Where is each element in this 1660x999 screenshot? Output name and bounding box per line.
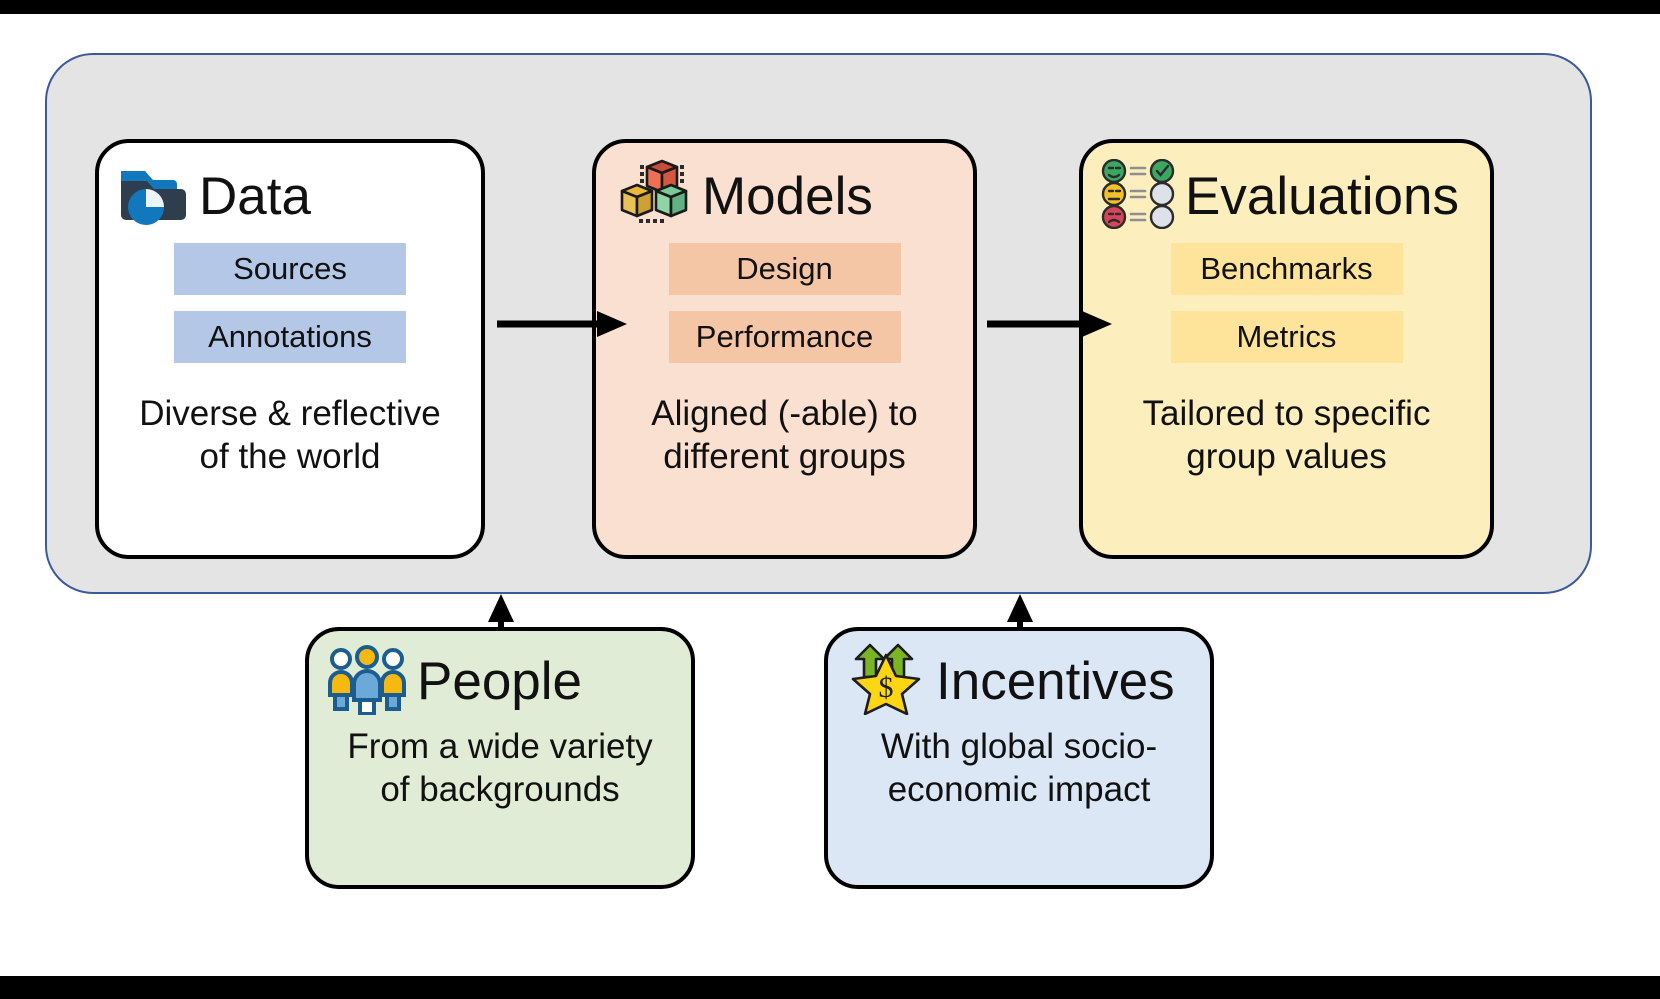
description-line: Aligned (-able) to bbox=[651, 394, 918, 433]
description-line: Tailored to specific bbox=[1142, 394, 1431, 433]
foundation-description-people: From a wide variety of backgrounds bbox=[309, 725, 691, 812]
pillar-description-models: Aligned (-able) to different groups bbox=[596, 393, 973, 478]
rating-faces-icon bbox=[1101, 158, 1175, 234]
pillar-title-data: Data bbox=[199, 166, 311, 226]
people-group-icon bbox=[325, 643, 409, 720]
description-line: of backgrounds bbox=[380, 770, 620, 810]
foundation-card-people[interactable]: People From a wide variety of background… bbox=[305, 627, 695, 889]
description-line: different groups bbox=[663, 436, 906, 476]
description-line: group values bbox=[1186, 436, 1387, 476]
foundation-title-incentives: Incentives bbox=[936, 651, 1175, 711]
pillar-chips-models: Design Performance bbox=[596, 243, 973, 363]
pillar-card-models[interactable]: Models Design Performance Aligned (-able… bbox=[592, 139, 977, 559]
pillar-header-evaluations: Evaluations bbox=[1083, 143, 1490, 229]
pillar-title-models: Models bbox=[702, 166, 873, 226]
pillar-header-models: Models bbox=[596, 143, 973, 229]
description-line: Diverse & reflective bbox=[139, 394, 441, 433]
ai-lifecycle-container: Data Sources Annotations Diverse & refle… bbox=[45, 53, 1592, 594]
foundation-card-incentives[interactable]: $ Incentives With global socio- economic… bbox=[824, 627, 1214, 889]
arrow-data-to-models bbox=[497, 311, 627, 337]
description-line: With global socio- bbox=[880, 727, 1158, 766]
pillar-card-evaluations[interactable]: Evaluations Benchmarks Metrics Tailored … bbox=[1079, 139, 1494, 559]
cubes-icon bbox=[614, 159, 692, 234]
chip-metrics[interactable]: Metrics bbox=[1170, 311, 1403, 363]
description-line: economic impact bbox=[887, 770, 1151, 810]
pillar-title-evaluations: Evaluations bbox=[1185, 166, 1460, 226]
chip-sources[interactable]: Sources bbox=[174, 243, 406, 295]
folder-chart-icon bbox=[117, 161, 189, 232]
pillar-header-data: Data bbox=[99, 143, 481, 229]
money-star-growth-icon: $ bbox=[844, 643, 928, 720]
pillar-description-evaluations: Tailored to specific group values bbox=[1083, 393, 1490, 478]
foundation-description-incentives: With global socio- economic impact bbox=[828, 725, 1210, 812]
chip-benchmarks[interactable]: Benchmarks bbox=[1170, 243, 1403, 295]
description-line: of the world bbox=[199, 436, 381, 476]
pillar-chips-data: Sources Annotations bbox=[99, 243, 481, 363]
foundation-title-people: People bbox=[417, 651, 583, 711]
pillar-description-data: Diverse & reflective of the world bbox=[99, 393, 481, 478]
chip-design[interactable]: Design bbox=[668, 243, 901, 295]
foundation-header-people: People bbox=[309, 631, 691, 717]
chip-performance[interactable]: Performance bbox=[668, 311, 901, 363]
foundation-header-incentives: $ Incentives bbox=[828, 631, 1210, 717]
pillar-card-data[interactable]: Data Sources Annotations Diverse & refle… bbox=[95, 139, 485, 559]
svg-text:$: $ bbox=[879, 671, 894, 704]
chip-annotations[interactable]: Annotations bbox=[174, 311, 406, 363]
arrow-models-to-evaluations bbox=[987, 311, 1112, 337]
diagram-canvas: Data Sources Annotations Diverse & refle… bbox=[0, 14, 1660, 976]
letterbox-bottom bbox=[0, 976, 1660, 999]
letterbox-top bbox=[0, 0, 1660, 14]
description-line: From a wide variety bbox=[347, 727, 653, 766]
pillar-chips-evaluations: Benchmarks Metrics bbox=[1083, 243, 1490, 363]
